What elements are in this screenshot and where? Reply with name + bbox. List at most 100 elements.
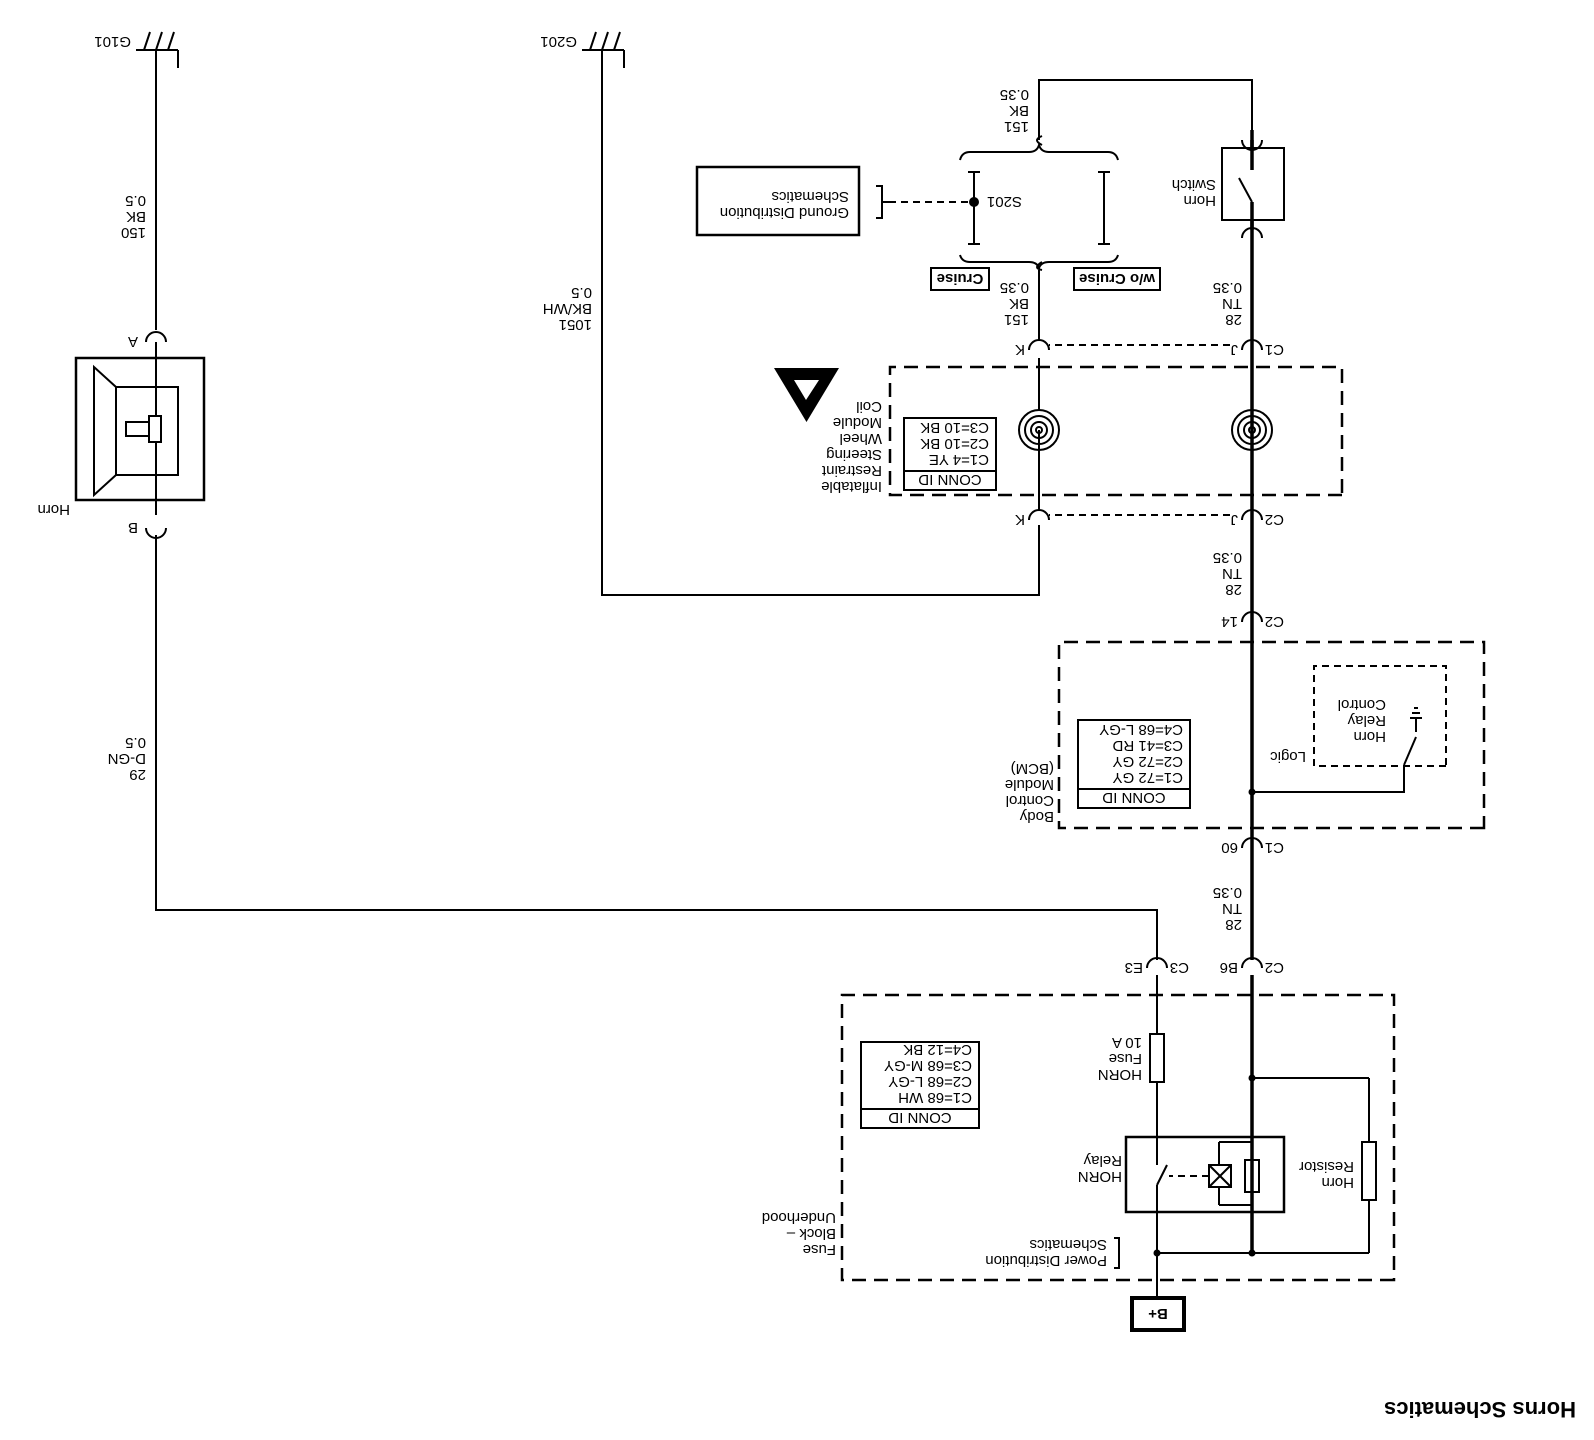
wire-28-label-b: 28 TN 0.35 [1213,549,1242,598]
svg-text:E3: E3 [1125,959,1143,976]
bcm-c2-connector [1241,611,1263,623]
svg-text:151: 151 [1004,118,1029,135]
svg-text:C2=68 L-GY: C2=68 L-GY [888,1073,972,1090]
wire-151-upper [1038,79,1253,140]
horn-resistor-label-1: Horn [1321,1174,1354,1191]
svg-text:K: K [1015,341,1025,358]
ground-g101-icon: G101 [94,31,179,68]
fuse-block-label-3: Underhood [762,1209,836,1226]
svg-text:C1=68 WH: C1=68 WH [898,1089,972,1106]
svg-text:1051: 1051 [559,316,592,333]
svg-text:BK/WH: BK/WH [543,300,592,317]
horn-pin-a-connector [145,331,167,343]
horn-switch-label-1: Horn [1183,192,1216,209]
horn-resistor-label-2: Resistor [1299,1158,1354,1175]
coil-label-6: Coil [856,398,882,415]
coil-label-1: Inflatable [821,478,882,495]
horn-icon [93,364,179,498]
ground-distribution-bracket [876,185,894,219]
fuse-block-conn-id-table: CONN ID C1=68 WH C2=68 L-GY C3=68 M-GY C… [860,1041,980,1129]
bcm-conn-id-table: CONN ID C1=72 GY C2=72 GY C3=41 RD C4=68… [1077,719,1191,809]
coil-label-2: Restraint [821,462,882,479]
svg-text:TN: TN [1222,295,1242,312]
bcm-label-4: (BCM) [1011,760,1054,777]
svg-text:0.5: 0.5 [571,284,592,301]
svg-text:151: 151 [1004,311,1029,328]
svg-text:CONN ID: CONN ID [888,1109,952,1126]
horn-relay-label-2: Relay [1083,1152,1122,1169]
svg-text:29: 29 [129,766,146,783]
svg-text:28: 28 [1225,916,1242,933]
svg-text:C4=68 L-GY: C4=68 L-GY [1099,721,1183,738]
cruise-tag: Cruise [930,267,990,291]
svg-text:A: A [128,333,138,350]
svg-text:BK: BK [1009,102,1029,119]
svg-text:Cruise: Cruise [937,270,984,287]
svg-text:28: 28 [1225,581,1242,598]
without-cruise-tag: w/o Cruise [1073,267,1161,291]
splice-s201 [969,197,979,207]
horn-label: Horn [37,501,70,518]
horn-resistor [1361,1141,1377,1201]
svg-text:0.5: 0.5 [125,192,146,209]
wire-151-upper-label: 151 BK 0.35 [1000,86,1029,135]
wire-28-label-c: 28 TN 0.35 [1213,279,1242,328]
svg-text:C1=72 GY: C1=72 GY [1113,769,1183,786]
cruise-option-brace: S201 [959,141,1119,272]
clockspring-left [1231,409,1273,451]
svg-text:B: B [128,519,138,536]
svg-text:Relay: Relay [1347,712,1386,729]
svg-text:TN: TN [1222,900,1242,917]
bcm-logic-label: Logic [1270,748,1306,765]
horn-fuse-label-2: Fuse [1109,1050,1142,1067]
svg-text:0.35: 0.35 [1213,884,1242,901]
svg-text:TN: TN [1222,565,1242,582]
svg-text:C2=10 BK: C2=10 BK [920,435,989,452]
svg-text:C2: C2 [1265,511,1284,528]
horn-switch: Horn Switch [1172,139,1285,239]
svg-text:150: 150 [121,224,146,241]
wire-1051-ground: 1051 BK/WH 0.5 [543,50,1040,596]
power-distribution-ref-1: Power Distribution [985,1252,1107,1269]
fuse-block-label-2: Block – [786,1225,836,1242]
coil-label-4: Wheel [839,430,882,447]
svg-text:Horn: Horn [1353,728,1386,745]
fuse-block-underhood: Fuse Block – Underhood Power Distributio… [762,957,1396,1282]
svg-text:CONN ID: CONN ID [918,471,982,488]
svg-text:K: K [1015,511,1025,528]
fuse-block-wiring [1153,975,1370,1298]
coil-c1-j-connector [1241,339,1263,351]
svg-text:C3=68 M-GY: C3=68 M-GY [884,1057,972,1074]
svg-text:J: J [1231,511,1239,528]
coil-label-5: Module [833,414,882,431]
svg-text:D-GN: D-GN [108,750,146,767]
wire-28-label-a: 28 TN 0.35 [1213,884,1242,933]
svg-text:0.35: 0.35 [1000,279,1029,296]
coil-k-top-connector [1028,339,1050,351]
fuse-block-label-1: Fuse [803,1241,836,1258]
svg-text:B+: B+ [1148,1305,1168,1322]
svg-text:BK: BK [1009,295,1029,312]
wire-151-lower-label: 151 BK 0.35 [1000,279,1029,328]
svg-text:C4=12 BK: C4=12 BK [903,1041,972,1058]
horn-switch-label-2: Switch [1172,176,1216,193]
ground-g201-label: G201 [540,33,577,50]
svg-text:Control: Control [1338,696,1386,713]
svg-text:C3=41 RD: C3=41 RD [1112,737,1183,754]
svg-text:0.5: 0.5 [125,734,146,751]
ground-distribution-ref: Ground Distribution Schematics [695,165,861,237]
coil-label-3: Steering [826,446,882,463]
svg-text:C3: C3 [1170,959,1189,976]
horn: B Horn A [37,331,206,539]
horn-relay: HORN Relay [1078,1135,1286,1214]
bcm-c1-connector [1241,837,1263,849]
horn-fuse-label-3: 10 A [1112,1034,1142,1051]
coil-c2-j-connector [1241,509,1263,521]
power-distribution-ref-2: Schematics [1029,1236,1107,1253]
wire-151-break-lower [1036,261,1043,271]
svg-text:BK: BK [126,208,146,225]
horn-fuse-label-1: HORN [1098,1066,1142,1083]
coil-conn-id-table: CONN ID C1=4 YE C2=10 BK C3=10 BK [903,417,997,491]
svg-text:0.35: 0.35 [1213,279,1242,296]
